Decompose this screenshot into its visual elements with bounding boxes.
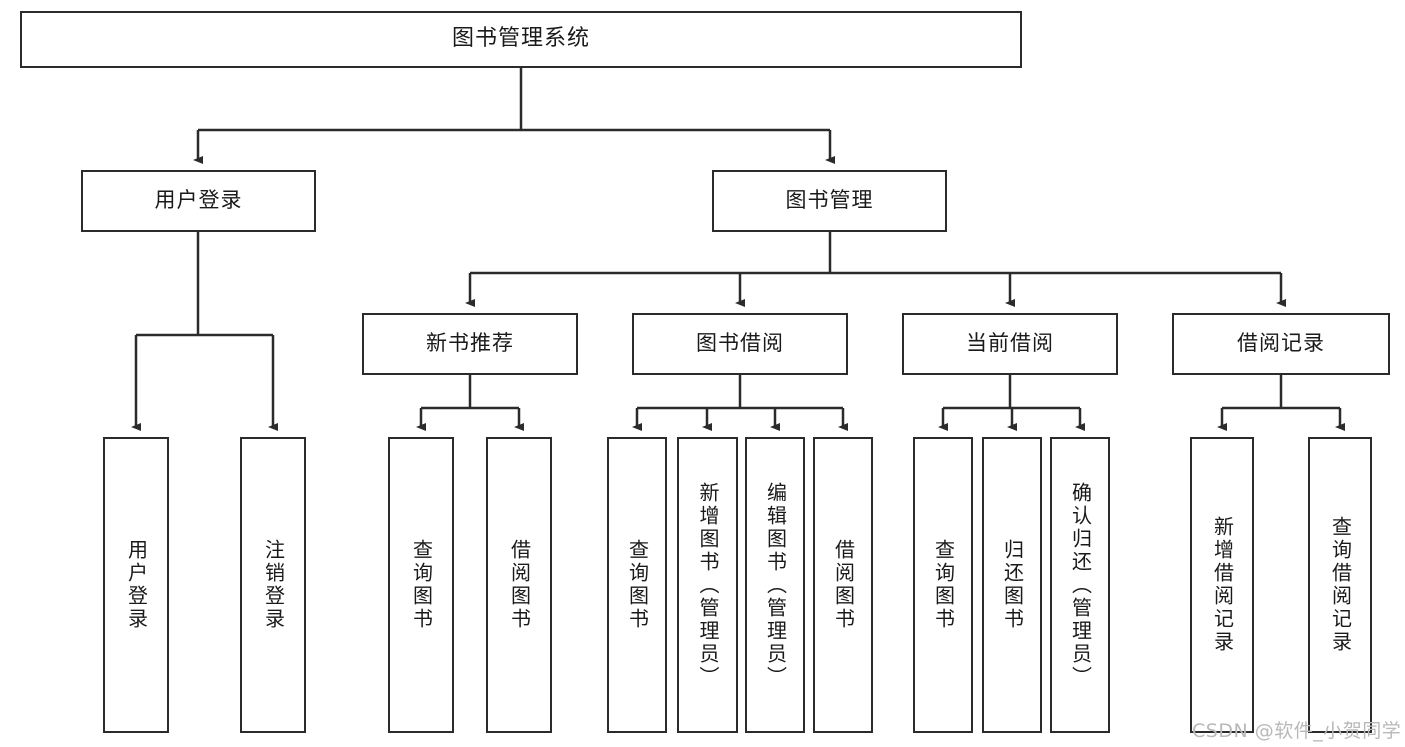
node-current-borrow[interactable]: 当前借阅 (902, 313, 1118, 375)
leaf-borrow-books-new[interactable]: 借阅图书 (486, 437, 552, 733)
leaf-label: 用户登录 (124, 539, 149, 631)
leaf-edit-book-admin[interactable]: 编辑图书（管理员） (745, 437, 805, 733)
leaf-label: 归还图书 (1000, 539, 1025, 631)
node-book-borrow[interactable]: 图书借阅 (632, 313, 848, 375)
leaf-label: 查询借阅记录 (1328, 516, 1353, 654)
node-user-login-label: 用户登录 (154, 188, 243, 213)
leaf-label: 借阅图书 (507, 539, 532, 631)
leaf-label: 注销登录 (261, 539, 286, 631)
node-current-borrow-label: 当前借阅 (966, 331, 1054, 356)
node-borrow-records[interactable]: 借阅记录 (1172, 313, 1390, 375)
node-book-borrow-label: 图书借阅 (696, 331, 784, 356)
leaf-logout[interactable]: 注销登录 (240, 437, 306, 733)
leaf-query-books-current[interactable]: 查询图书 (913, 437, 973, 733)
leaf-return-book[interactable]: 归还图书 (982, 437, 1042, 733)
node-book-management[interactable]: 图书管理 (712, 170, 947, 232)
leaf-confirm-return-admin[interactable]: 确认归还（管理员） (1050, 437, 1110, 733)
leaf-user-login[interactable]: 用户登录 (103, 437, 169, 733)
node-user-login[interactable]: 用户登录 (81, 170, 316, 232)
node-borrow-records-label: 借阅记录 (1237, 331, 1325, 356)
leaf-query-borrow-record[interactable]: 查询借阅记录 (1308, 437, 1372, 733)
leaf-label: 查询图书 (931, 539, 956, 631)
node-root-system[interactable]: 图书管理系统 (20, 11, 1022, 68)
leaf-label: 借阅图书 (831, 539, 856, 631)
leaf-query-books-borrow[interactable]: 查询图书 (607, 437, 667, 733)
leaf-add-borrow-record[interactable]: 新增借阅记录 (1190, 437, 1254, 733)
leaf-query-books-new[interactable]: 查询图书 (388, 437, 454, 733)
leaf-label: 确认归还（管理员） (1068, 481, 1093, 689)
leaf-lend-book[interactable]: 借阅图书 (813, 437, 873, 733)
leaf-add-book-admin[interactable]: 新增图书（管理员） (677, 437, 738, 733)
csdn-watermark: CSDN @软件_小贺同学 (1192, 720, 1402, 742)
leaf-label: 新增借阅记录 (1210, 516, 1235, 654)
leaf-label: 查询图书 (625, 539, 650, 631)
node-root-label: 图书管理系统 (451, 26, 590, 52)
leaf-label: 新增图书（管理员） (696, 481, 720, 689)
node-new-book-recommendation[interactable]: 新书推荐 (362, 313, 578, 375)
leaf-label: 查询图书 (409, 539, 434, 631)
node-book-management-label: 图书管理 (785, 188, 874, 213)
node-new-book-recommendation-label: 新书推荐 (426, 331, 514, 356)
leaf-label: 编辑图书（管理员） (763, 481, 788, 689)
